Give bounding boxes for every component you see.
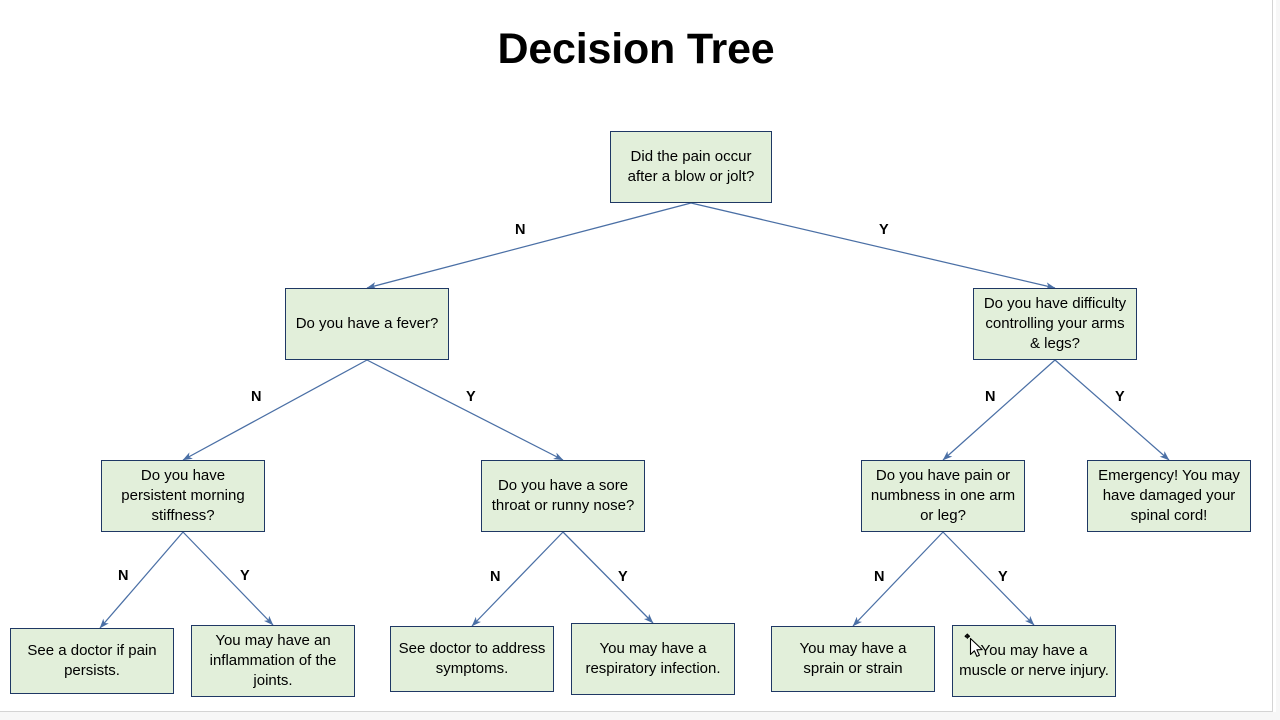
edge-root-to-n_r[interactable] (690, 202, 1056, 290)
decision-node-lf_3[interactable]: See doctor to address symptoms. (390, 626, 554, 692)
decision-node-lf_5[interactable]: You may have a sprain or strain (771, 626, 935, 692)
node-label: You may have a sprain or strain (799, 640, 907, 677)
node-label: Do you have pain or numbness in one arm … (870, 467, 1016, 524)
edge-label-root-to-n_r: Y (879, 222, 889, 238)
decision-node-lf_1[interactable]: See a doctor if pain persists. (10, 628, 174, 694)
node-label: Do you have difficulty controlling your … (983, 295, 1127, 352)
edge-n_l-to-n_lr[interactable] (366, 359, 564, 461)
edge-label-n_rl-to-lf_6: Y (998, 569, 1008, 585)
decision-node-n_rl[interactable]: Do you have pain or numbness in one arm … (861, 460, 1025, 532)
node-label: You may have a muscle or nerve injury. (959, 642, 1109, 679)
page-margin-right (1276, 0, 1280, 720)
decision-node-root[interactable]: Did the pain occur after a blow or jolt? (610, 131, 772, 203)
edge-label-n_lr-to-lf_4: Y (618, 569, 628, 585)
page-edge-right (1272, 0, 1273, 720)
edge-label-n_ll-to-lf_2: Y (240, 568, 250, 584)
decision-node-n_rr[interactable]: Emergency! You may have damaged your spi… (1087, 460, 1251, 532)
node-label: You may have a respiratory infection. (585, 640, 721, 677)
node-label: See doctor to address symptoms. (398, 640, 546, 677)
decision-node-n_lr[interactable]: Do you have a sore throat or runny nose? (481, 460, 645, 532)
edge-n_r-to-n_rr[interactable] (1054, 359, 1170, 461)
node-label: See a doctor if pain persists. (27, 642, 157, 679)
edge-n_r-to-n_rl[interactable] (942, 359, 1056, 461)
edge-label-n_l-to-n_lr: Y (466, 389, 476, 405)
edge-root-to-n_l[interactable] (366, 202, 692, 290)
edge-label-n_r-to-n_rr: Y (1115, 389, 1125, 405)
page-edge-bottom (0, 711, 1272, 712)
edge-label-n_lr-to-lf_3: N (490, 569, 501, 585)
edge-n_lr-to-lf_4[interactable] (562, 531, 654, 624)
node-label: Do you have a fever? (295, 315, 439, 333)
edge-n_rl-to-lf_5[interactable] (852, 531, 944, 627)
edge-label-n_r-to-n_rl: N (985, 389, 996, 405)
decision-node-lf_6[interactable]: You may have a muscle or nerve injury. (952, 625, 1116, 697)
decision-node-lf_2[interactable]: You may have an inflammation of the join… (191, 625, 355, 697)
node-label: Did the pain occur after a blow or jolt? (627, 148, 755, 185)
node-label: Do you have a sore throat or runny nose? (491, 477, 635, 514)
edge-label-n_ll-to-lf_1: N (118, 568, 129, 584)
node-label: You may have an inflammation of the join… (209, 632, 337, 689)
decision-node-n_r[interactable]: Do you have difficulty controlling your … (973, 288, 1137, 360)
edge-n_lr-to-lf_3[interactable] (471, 531, 564, 627)
node-label: Emergency! You may have damaged your spi… (1098, 467, 1240, 524)
edge-label-n_rl-to-lf_5: N (874, 569, 885, 585)
edge-label-n_l-to-n_ll: N (251, 389, 262, 405)
decision-node-lf_4[interactable]: You may have a respiratory infection. (571, 623, 735, 695)
edge-n_l-to-n_ll[interactable] (182, 359, 368, 461)
edge-label-root-to-n_l: N (515, 222, 526, 238)
page-margin-bottom (0, 712, 1280, 720)
edge-n_rl-to-lf_6[interactable] (942, 531, 1035, 626)
node-label: Do you have persistent morning stiffness… (121, 467, 245, 524)
edge-n_ll-to-lf_1[interactable] (99, 531, 184, 629)
edge-n_ll-to-lf_2[interactable] (182, 531, 274, 626)
decision-node-n_l[interactable]: Do you have a fever? (285, 288, 449, 360)
decision-node-n_ll[interactable]: Do you have persistent morning stiffness… (101, 460, 265, 532)
page-title: Decision Tree (497, 25, 775, 73)
